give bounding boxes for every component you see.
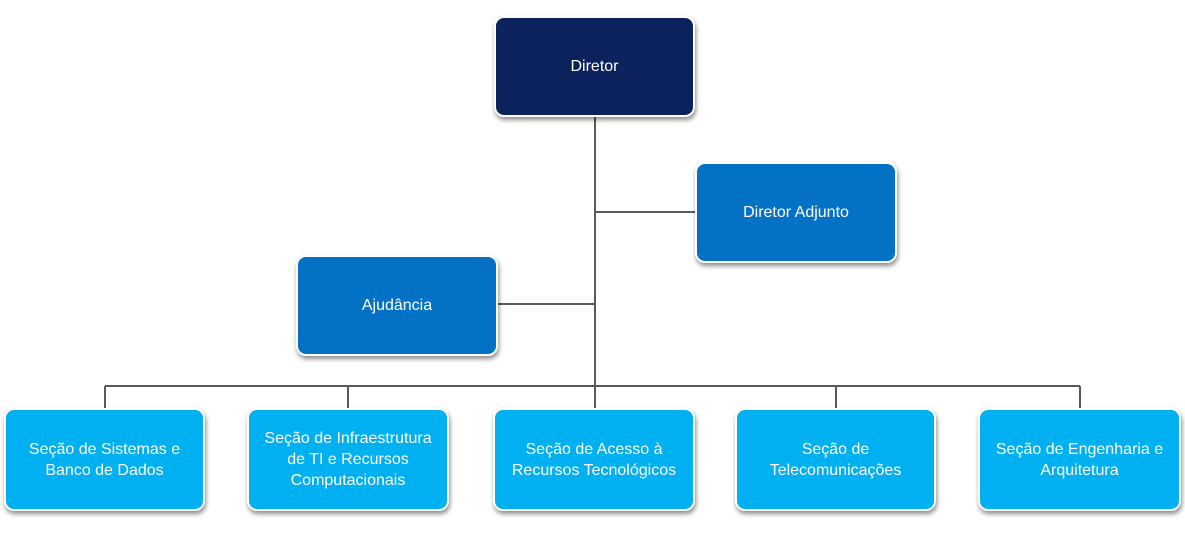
section-box-access: Seção de Acesso à Recursos Tecnológicos [493,408,695,511]
section-label: Seção de Telecomunicações [769,440,902,479]
section-box-systems: Seção de Sistemas e Banco de Dados [4,408,205,511]
director-label: Diretor [570,58,619,75]
deputy-director-box: Diretor Adjunto [695,162,897,263]
section-label: Seção de Sistemas e Banco de Dados [28,440,181,479]
section-label: Seção de Infraestrutura de TI e Recursos… [264,430,432,489]
section-label: Seção de Acesso à Recursos Tecnológicos [511,440,677,479]
section-box-infrastructure: Seção de Infraestrutura de TI e Recursos… [247,408,449,511]
section-label: Seção de Engenharia e Arquitetura [995,440,1164,479]
assistance-box: Ajudância [296,255,498,356]
section-box-telecom: Seção de Telecomunicações [735,408,936,511]
deputy-director-label: Diretor Adjunto [743,204,849,221]
assistance-label: Ajudância [361,297,433,314]
section-box-engineering: Seção de Engenharia e Arquitetura [978,408,1181,511]
director-box: Diretor [494,16,695,117]
